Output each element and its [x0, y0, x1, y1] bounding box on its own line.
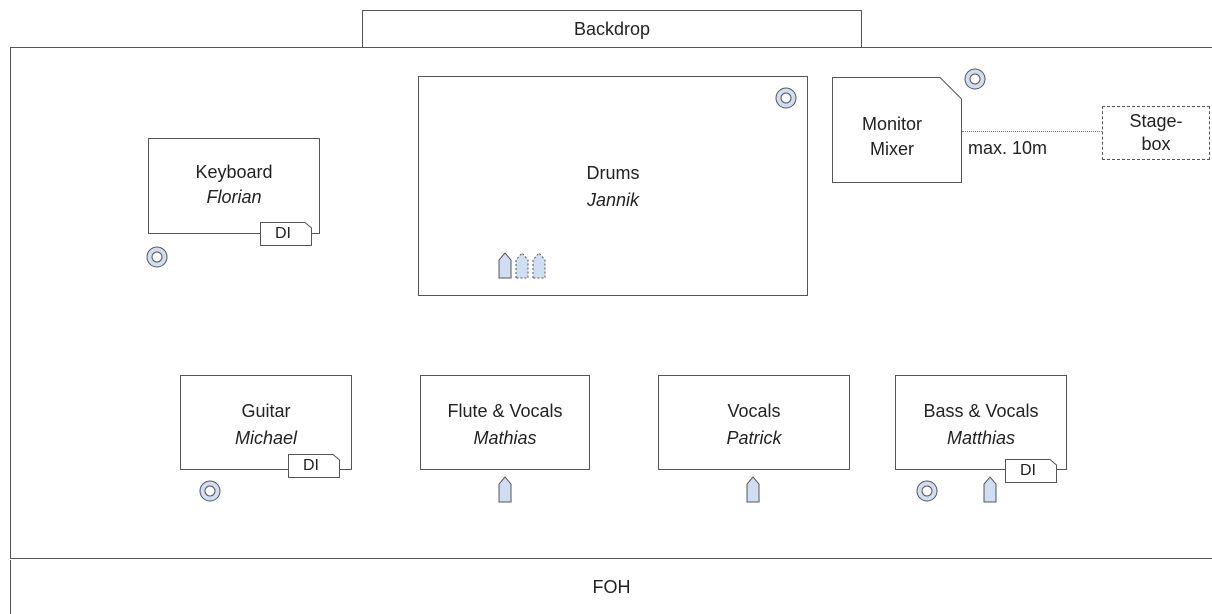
- bass-vocals-player: Matthias: [946, 428, 1016, 448]
- vocals-player: Patrick: [726, 428, 782, 448]
- vocals-instrument: Vocals: [727, 401, 781, 421]
- drums-station: Drums Jannik: [418, 76, 808, 296]
- guitar-di-label: DI: [303, 457, 319, 474]
- keyboard-station: Keyboard Florian: [148, 138, 320, 234]
- microphone-icon: [532, 252, 546, 279]
- di-box-icon: [288, 454, 340, 478]
- stagebox-cable: [962, 131, 1102, 132]
- vocals-station: Vocals Patrick: [658, 375, 850, 470]
- drums-player: Jannik: [586, 190, 640, 210]
- guitar-instrument: Guitar: [241, 401, 291, 421]
- keyboard-di-label: DI: [275, 225, 291, 242]
- foh-label: FOH: [592, 576, 631, 597]
- bass-di-label: DI: [1020, 462, 1036, 479]
- monitor-mixer-line2: Mixer: [870, 139, 914, 159]
- backdrop: Backdrop: [362, 10, 862, 48]
- bass-vocals-instrument: Bass & Vocals: [923, 401, 1039, 421]
- flute-vocals-instrument: Flute & Vocals: [447, 401, 563, 421]
- monitor-mixer-line1: Monitor: [861, 114, 923, 134]
- di-box-icon: [260, 222, 312, 246]
- stage-area: [10, 47, 1212, 559]
- foh-area: FOH: [10, 560, 1212, 614]
- microphone-icon: [515, 252, 529, 279]
- guitar-player: Michael: [234, 428, 298, 448]
- bass-vocals-station: Bass & Vocals Matthias: [895, 375, 1067, 470]
- microphone-icon: [746, 476, 760, 503]
- wedge-monitor-icon: [916, 480, 938, 502]
- cable-length-label: max. 10m: [968, 138, 1048, 158]
- stagebox-line1: Stage-: [1129, 111, 1183, 131]
- flute-vocals-player: Mathias: [473, 428, 537, 448]
- monitor-mixer-shape: [832, 77, 962, 183]
- keyboard-instrument: Keyboard: [195, 162, 273, 182]
- monitor-mixer: Monitor Mixer: [832, 77, 952, 183]
- wedge-monitor-icon: [775, 87, 797, 109]
- microphone-icon: [498, 476, 512, 503]
- wedge-monitor-icon: [146, 246, 168, 268]
- keyboard-player: Florian: [206, 187, 262, 207]
- di-box-icon: [1005, 459, 1057, 483]
- backdrop-label: Backdrop: [573, 18, 651, 39]
- microphone-icon: [498, 252, 512, 279]
- wedge-monitor-icon: [964, 68, 986, 90]
- microphone-icon: [983, 476, 997, 503]
- flute-vocals-station: Flute & Vocals Mathias: [420, 375, 590, 470]
- drums-instrument: Drums: [586, 163, 640, 183]
- wedge-monitor-icon: [199, 480, 221, 502]
- stagebox: Stage- box: [1102, 106, 1210, 160]
- stagebox-line2: box: [1141, 134, 1171, 154]
